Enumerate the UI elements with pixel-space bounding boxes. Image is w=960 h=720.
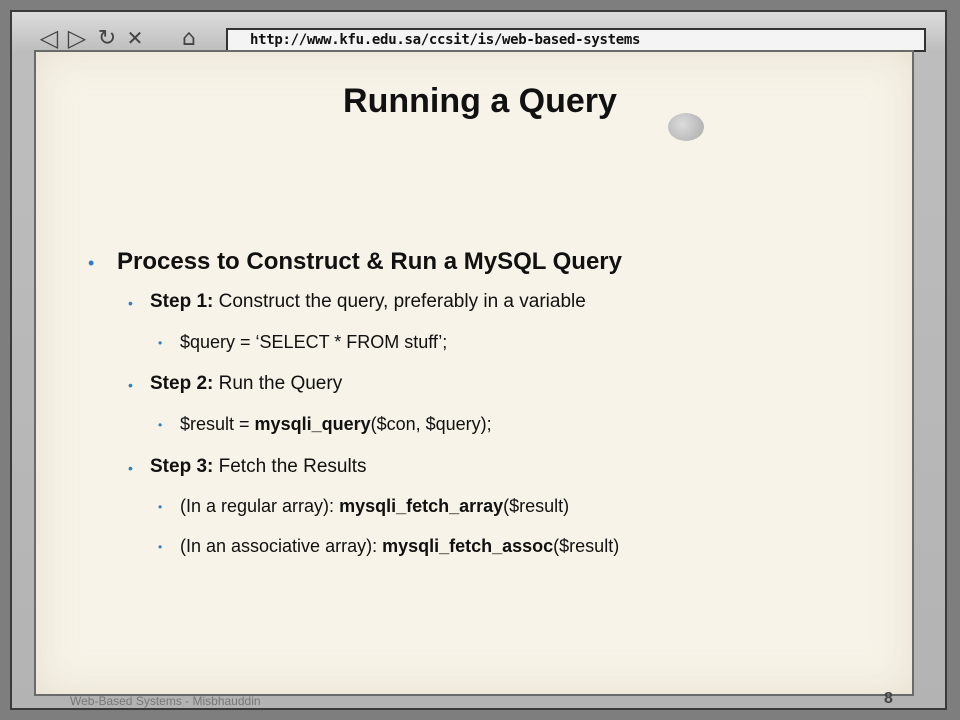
- bullet-icon: •: [158, 500, 163, 514]
- code-prefix: $result =: [180, 414, 255, 434]
- code-prefix: (In a regular array):: [180, 496, 340, 516]
- step-2-text: Run the Query: [213, 373, 343, 394]
- slide-title: Running a Query: [343, 82, 617, 120]
- step-3-assoc-array: (In an associative array): mysqli_fetch_…: [180, 536, 619, 557]
- code-args: ($result): [503, 496, 570, 516]
- bullet-icon: •: [128, 460, 133, 476]
- step-1-label: Step 1:: [150, 291, 214, 312]
- step-2: Step 2: Run the Query: [150, 373, 342, 395]
- bullet-icon: •: [128, 377, 133, 393]
- bullet-icon: •: [158, 418, 163, 432]
- function-name: mysqli_fetch_assoc: [382, 536, 554, 556]
- step-3-text: Fetch the Results: [213, 456, 367, 477]
- bullet-icon: •: [158, 336, 163, 350]
- step-3-regular-array: (In a regular array): mysqli_fetch_array…: [180, 496, 569, 517]
- step-1-text: Construct the query, preferably in a var…: [213, 291, 586, 312]
- decorative-knob: [668, 113, 704, 141]
- step-2-label: Step 2:: [150, 373, 214, 394]
- function-name: mysqli_query: [254, 414, 371, 434]
- address-bar[interactable]: http://www.kfu.edu.sa/ccsit/is/web-based…: [226, 28, 926, 52]
- code-prefix: (In an associative array):: [180, 536, 383, 556]
- reload-icon[interactable]: ↻: [97, 25, 117, 51]
- step-3: Step 3: Fetch the Results: [150, 456, 366, 478]
- page-number: 8: [884, 690, 893, 707]
- step-3-label: Step 3:: [150, 456, 214, 477]
- slide-footer: Web-Based Systems - Misbhauddin: [70, 694, 261, 708]
- step-1: Step 1: Construct the query, preferably …: [150, 291, 586, 313]
- step-1-code: $query = ‘SELECT * FROM stuff’;: [180, 332, 448, 352]
- home-icon[interactable]: ⌂: [182, 25, 196, 51]
- code-args: ($con, $query);: [370, 414, 492, 434]
- bullet-icon: •: [158, 540, 163, 554]
- bullet-icon: •: [88, 253, 95, 273]
- bullet-icon: •: [128, 295, 133, 311]
- close-icon[interactable]: ✕: [126, 26, 144, 50]
- step-2-code: $result = mysqli_query($con, $query);: [180, 414, 492, 435]
- heading-process: Process to Construct & Run a MySQL Query: [117, 248, 622, 275]
- forward-arrow-icon[interactable]: ▷: [67, 24, 87, 52]
- back-arrow-icon[interactable]: ◁: [39, 24, 59, 52]
- code-args: ($result): [553, 536, 620, 556]
- function-name: mysqli_fetch_array: [339, 496, 504, 516]
- slide: [34, 50, 914, 696]
